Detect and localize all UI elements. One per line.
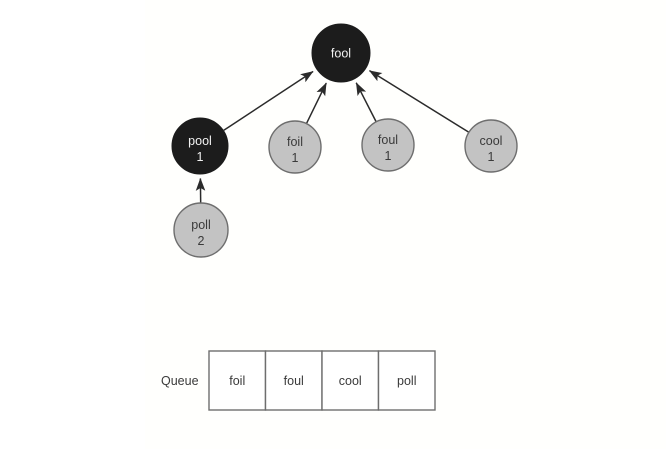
graph-edge-pool-to-fool bbox=[223, 70, 314, 131]
queue-cell-border bbox=[208, 350, 267, 411]
queue-structure: Queue foil foul cool poll bbox=[161, 350, 436, 411]
node-circle-fool bbox=[311, 23, 371, 83]
node-label-foul: foul bbox=[378, 133, 398, 147]
node-value-poll: 2 bbox=[198, 234, 205, 248]
node-value-pool: 1 bbox=[197, 150, 204, 164]
queue-cell-label: foul bbox=[284, 374, 304, 388]
graph-edge-foil-to-fool bbox=[305, 82, 327, 124]
node-circle-foul bbox=[361, 118, 415, 172]
graph-node-poll[interactable]: poll 2 bbox=[173, 202, 229, 258]
node-circle-cool bbox=[464, 119, 518, 173]
queue-cell[interactable]: poll bbox=[377, 350, 436, 411]
graph-edge-cool-to-fool bbox=[368, 70, 469, 133]
graph-node-pool[interactable]: pool 1 bbox=[171, 117, 229, 175]
graph-edges bbox=[195, 70, 469, 203]
node-label-foil: foil bbox=[287, 135, 303, 149]
node-label-pool: pool bbox=[188, 134, 212, 148]
queue-cell-label: cool bbox=[339, 374, 362, 388]
queue-cell-border bbox=[377, 350, 436, 411]
queue-label: Queue bbox=[161, 374, 199, 388]
graph-node-fool[interactable]: fool bbox=[311, 23, 371, 83]
node-value-foil: 1 bbox=[292, 151, 299, 165]
graph-node-foil[interactable]: foil 1 bbox=[268, 120, 322, 174]
node-label-poll: poll bbox=[191, 218, 210, 232]
graph-node-foul[interactable]: foul 1 bbox=[361, 118, 415, 172]
node-circle-pool bbox=[171, 117, 229, 175]
queue-cell[interactable]: foil bbox=[208, 350, 267, 411]
graph-edge-foul-to-fool bbox=[355, 82, 377, 122]
graph-nodes: fool pool 1 foil 1 foul 1 cool 1 poll 2 bbox=[171, 23, 518, 258]
node-circle-poll bbox=[173, 202, 229, 258]
queue-cell-border bbox=[321, 350, 380, 411]
node-label-fool: fool bbox=[331, 47, 351, 61]
node-value-foul: 1 bbox=[385, 149, 392, 163]
queue-cell[interactable]: cool bbox=[321, 350, 380, 411]
queue-cell-label: poll bbox=[397, 374, 416, 388]
queue-cell-border bbox=[264, 350, 323, 411]
node-label-cool: cool bbox=[480, 134, 503, 148]
node-value-cool: 1 bbox=[488, 150, 495, 164]
node-circle-foil bbox=[268, 120, 322, 174]
queue-cell-label: foil bbox=[229, 374, 245, 388]
graph-node-cool[interactable]: cool 1 bbox=[464, 119, 518, 173]
queue-cell[interactable]: foul bbox=[264, 350, 323, 411]
